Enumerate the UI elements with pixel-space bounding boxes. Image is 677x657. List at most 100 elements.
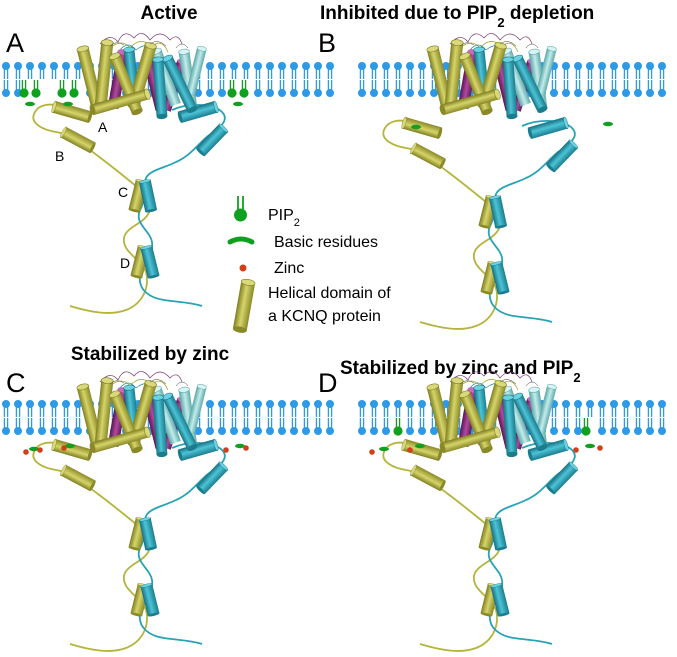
lipid-outer	[609, 399, 619, 418]
lipid-inner	[217, 79, 227, 98]
lipid-outer	[381, 399, 391, 418]
lipid-inner	[609, 79, 619, 98]
lipid-inner	[621, 417, 631, 436]
domain-label-a: A	[98, 119, 108, 135]
lipid-outer	[585, 399, 595, 418]
zinc-ions	[23, 445, 249, 455]
lipid-inner	[325, 79, 335, 98]
lipid-outer	[405, 61, 415, 80]
channel-structure	[33, 33, 229, 313]
lipid-outer	[1, 61, 11, 80]
helix-symbol	[232, 278, 256, 333]
lipid-inner	[561, 417, 571, 436]
lipid-inner	[73, 417, 83, 436]
basic-residues	[25, 101, 243, 107]
lipid-inner	[241, 417, 251, 436]
panel-d: D Stabilized by zinc and PIP2	[318, 358, 667, 651]
lipid-inner	[357, 79, 367, 98]
lipid-inner	[393, 79, 403, 98]
basic-residues	[29, 443, 245, 452]
channel-structure	[33, 371, 229, 651]
lipid-outer	[49, 61, 59, 80]
lipid-outer	[241, 61, 251, 80]
lipid-outer	[621, 61, 631, 80]
lipid-outer	[381, 61, 391, 80]
lipid-outer	[229, 399, 239, 418]
lipid-outer	[597, 61, 607, 80]
lipid-outer	[325, 61, 335, 80]
panel-letter: C	[6, 368, 26, 398]
lipid-outer	[369, 61, 379, 80]
lipid-inner	[205, 417, 215, 436]
lipid-outer	[49, 399, 59, 418]
zinc-ions	[369, 445, 603, 455]
lipid-outer	[205, 61, 215, 80]
lipid-inner	[313, 79, 323, 98]
lipid-outer	[1, 399, 11, 418]
lipid-outer	[217, 61, 227, 80]
panel-c: C Stabilized by zinc	[1, 344, 335, 651]
lipid-inner	[417, 79, 427, 98]
lipid-inner	[217, 417, 227, 436]
lipid-inner	[597, 79, 607, 98]
lipid-outer	[369, 399, 379, 418]
panel-a: A Active A B C D	[1, 3, 335, 313]
lipid-outer	[393, 61, 403, 80]
lipid-inner	[277, 417, 287, 436]
lipid-inner	[301, 417, 311, 436]
panel-title: Inhibited due to PIP2 depletion	[320, 3, 594, 30]
lipid-outer	[301, 399, 311, 418]
lipid-outer	[561, 399, 571, 418]
lipid-inner	[325, 417, 335, 436]
lipid-outer	[573, 61, 583, 80]
panel-title: Stabilized by zinc	[71, 344, 230, 365]
lipid-outer	[61, 399, 71, 418]
lipid-inner	[597, 417, 607, 436]
lipid-outer	[645, 399, 655, 418]
basic-residues	[411, 121, 613, 130]
lipid-outer	[645, 61, 655, 80]
domain-label-c: C	[118, 184, 128, 200]
lipid-inner	[609, 417, 619, 436]
lipid-inner	[13, 417, 23, 436]
lipid-inner	[633, 417, 643, 436]
lipid-inner	[61, 417, 71, 436]
lipid-inner	[49, 417, 59, 436]
lipid-inner	[549, 79, 559, 98]
lipid-outer	[241, 399, 251, 418]
panel-letter: A	[6, 28, 24, 58]
lipid-inner	[253, 417, 263, 436]
lipid-outer	[253, 61, 263, 80]
lipid-outer	[37, 61, 47, 80]
lipid-outer	[205, 399, 215, 418]
legend-pip2-label: PIP2	[268, 207, 300, 229]
lipid-outer	[301, 61, 311, 80]
pip2-symbol	[234, 196, 247, 222]
lipid-inner	[37, 417, 47, 436]
lipid-outer	[217, 399, 227, 418]
lipid-outer	[265, 61, 275, 80]
lipid-inner	[289, 417, 299, 436]
lipid-outer	[277, 399, 287, 418]
lipid-inner	[277, 79, 287, 98]
lipid-inner	[657, 417, 667, 436]
lipid-inner	[1, 417, 11, 436]
panel-letter: D	[318, 368, 338, 398]
lipid-inner	[265, 79, 275, 98]
lipid-outer	[621, 399, 631, 418]
lipid-outer	[597, 399, 607, 418]
lipid-outer	[585, 61, 595, 80]
legend-helix-line2: a KCNQ protein	[268, 308, 381, 325]
zinc-symbol	[239, 264, 247, 272]
legend-helix-line1: Helical domain of	[268, 285, 391, 302]
lipid-inner	[229, 417, 239, 436]
lipid-outer	[25, 399, 35, 418]
lipid-outer	[313, 399, 323, 418]
lipid-inner	[417, 417, 427, 436]
lipid-outer	[357, 399, 367, 418]
lipid-inner	[573, 417, 583, 436]
lipid-outer	[253, 399, 263, 418]
lipid-inner	[381, 417, 391, 436]
lipid-inner	[645, 417, 655, 436]
channel-structure	[383, 371, 579, 651]
